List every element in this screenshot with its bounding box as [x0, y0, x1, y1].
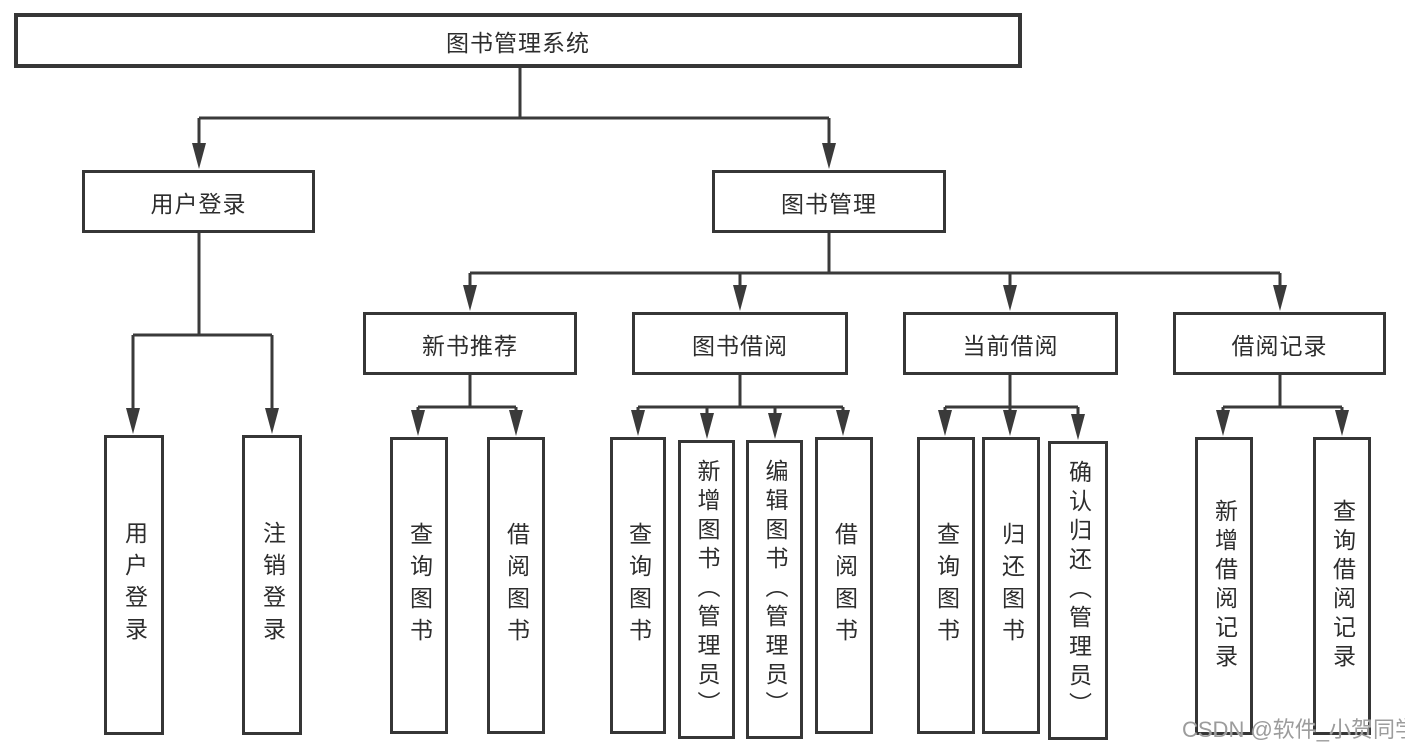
leaf-bb-query-books: 查询图书	[610, 437, 666, 734]
leaf-nb-query-books-label: 查询图书	[406, 521, 433, 650]
leaf-br-add-record-label: 新增借阅记录	[1211, 499, 1238, 673]
leaf-br-query-record: 查询借阅记录	[1313, 437, 1371, 735]
leaf-cb-query-books: 查询图书	[917, 437, 975, 734]
leaf-br-add-record: 新增借阅记录	[1195, 437, 1253, 735]
watermark: CSDN @软件_小贺同学	[1182, 717, 1405, 742]
leaf-bb-edit-books-admin-label: 编辑图书（管理员）	[762, 459, 788, 720]
leaf-nb-borrow-books: 借阅图书	[487, 437, 545, 734]
leaf-bb-edit-books-admin: 编辑图书（管理员）	[746, 440, 803, 739]
leaf-cb-query-books-label: 查询图书	[933, 521, 960, 650]
leaf-logout-label: 注销登录	[259, 521, 286, 649]
leaf-bb-borrow-books: 借阅图书	[815, 437, 873, 734]
leaf-br-query-record-label: 查询借阅记录	[1329, 499, 1356, 673]
leaf-logout: 注销登录	[242, 435, 302, 735]
leaf-bb-add-books-admin: 新增图书（管理员）	[678, 440, 735, 739]
node-root: 图书管理系统	[14, 13, 1022, 68]
leaf-bb-add-books-admin-label: 新增图书（管理员）	[694, 459, 720, 720]
leaf-cb-return-books: 归还图书	[982, 437, 1040, 734]
leaf-cb-return-books-label: 归还图书	[998, 521, 1025, 650]
leaf-nb-borrow-books-label: 借阅图书	[503, 521, 530, 650]
leaf-bb-borrow-books-label: 借阅图书	[831, 521, 858, 650]
leaf-cb-confirm-return-admin: 确认归还（管理员）	[1048, 441, 1108, 740]
leaf-user-login: 用户登录	[104, 435, 164, 735]
leaf-bb-query-books-label: 查询图书	[625, 521, 652, 650]
node-book-borrow: 图书借阅	[632, 312, 848, 375]
leaf-cb-confirm-return-admin-label: 确认归还（管理员）	[1065, 460, 1092, 721]
leaf-user-login-label: 用户登录	[121, 521, 148, 649]
node-book-management: 图书管理	[712, 170, 946, 233]
node-borrow-records: 借阅记录	[1173, 312, 1386, 375]
node-new-book-recommend: 新书推荐	[363, 312, 577, 375]
leaf-nb-query-books: 查询图书	[390, 437, 448, 734]
node-user-login: 用户登录	[82, 170, 315, 233]
node-current-borrow: 当前借阅	[903, 312, 1118, 375]
